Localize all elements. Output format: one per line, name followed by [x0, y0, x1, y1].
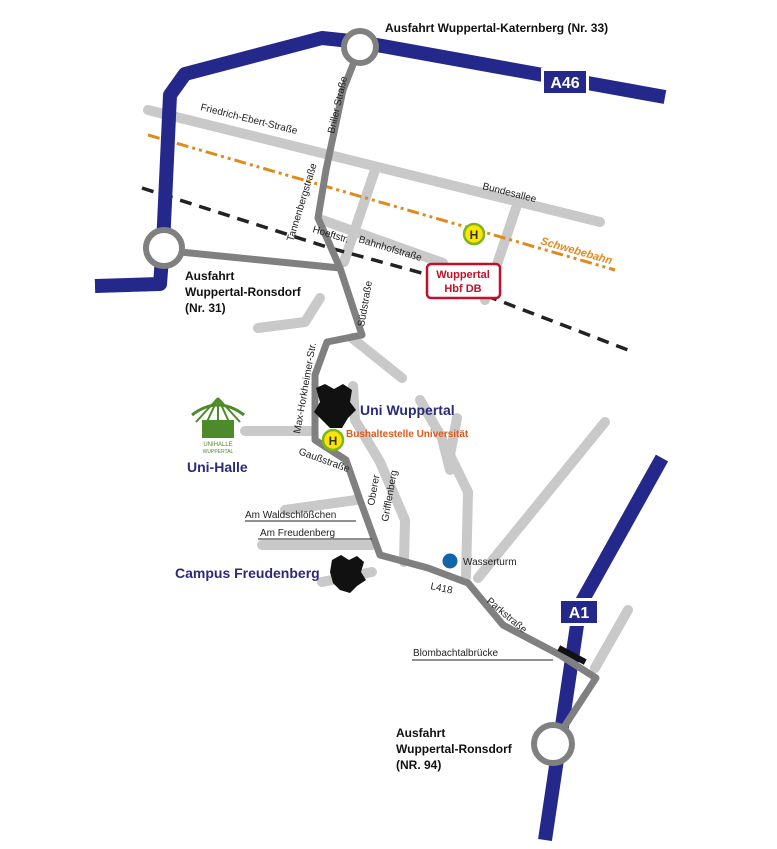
- exit-label-ronsdorf-south-2: Wuppertal-Ronsdorf: [396, 742, 513, 756]
- schwebebahn-line: [147, 133, 616, 272]
- street-east-3: [473, 417, 610, 583]
- exit-circle-ronsdorf-north: [143, 227, 185, 269]
- label-briller: Briller Straße: [326, 75, 350, 135]
- minor-streets: [143, 105, 633, 673]
- main-route: [156, 43, 600, 748]
- street-a1-link: [590, 605, 633, 673]
- exit-label-ronsdorf-south-1: Ausfahrt: [396, 726, 445, 740]
- label-bus-stop: Bushaltestelle Universität: [346, 429, 469, 440]
- halt-universitaet: H: [321, 428, 345, 452]
- station-hbf: Wuppertal Hbf DB: [425, 262, 502, 300]
- label-campus-freudenberg: Campus Freudenberg: [175, 565, 320, 581]
- uni-halle-logo-line1: UNIHALLE: [203, 442, 232, 448]
- label-uni-wuppertal: Uni Wuppertal: [360, 402, 455, 418]
- station-hbf-line1: Wuppertal: [436, 269, 490, 281]
- label-waldschloesschen: Am Waldschlößchen: [245, 510, 336, 521]
- street-west-link: [253, 293, 325, 333]
- label-oberer: Oberer: [366, 473, 382, 506]
- exit-label-ronsdorf-north-3: (Nr. 31): [185, 301, 226, 315]
- street-east-2: [445, 413, 473, 582]
- blombachtal-bridge-marker: [557, 645, 587, 665]
- label-freudenberg: Am Freudenberg: [260, 528, 335, 539]
- station-hbf-line2: Hbf DB: [444, 283, 481, 295]
- campus-freudenberg-emblem-icon: [330, 555, 366, 593]
- label-blombachtal: Blombachtalbrücke: [413, 648, 498, 659]
- uni-halle-logo-icon: UNIHALLE WUPPERTAL: [191, 397, 245, 455]
- exit-label-ronsdorf-north-2: Wuppertal-Ronsdorf: [185, 285, 302, 299]
- label-schwebebahn: Schwebebahn: [539, 235, 614, 267]
- exit-circle-katernberg: [341, 28, 379, 66]
- shield-a46: A46: [541, 68, 589, 96]
- label-uni-halle: Uni-Halle: [187, 459, 248, 475]
- street-sued-branch: [347, 333, 407, 383]
- label-sued: Südstraße: [356, 280, 375, 328]
- shield-a1: A1: [558, 598, 600, 626]
- exit-circle-ronsdorf-south: [531, 722, 575, 766]
- uni-wuppertal-emblem-icon: [314, 384, 356, 428]
- exit-label-katernberg: Ausfahrt Wuppertal-Katernberg (Nr. 33): [385, 21, 608, 35]
- street-north-connector: [339, 165, 380, 267]
- halt-schwebebahn: H: [462, 222, 486, 246]
- label-wasserturm: Wasserturm: [463, 557, 517, 568]
- label-l418: L418: [429, 581, 453, 596]
- uni-halle-logo-line2: WUPPERTAL: [203, 449, 234, 455]
- exit-label-ronsdorf-south-3: (NR. 94): [396, 758, 441, 772]
- halt-schwebebahn-symbol: H: [470, 228, 479, 242]
- shield-a46-label: A46: [550, 75, 579, 92]
- wasserturm-marker: [442, 553, 458, 569]
- halt-universitaet-symbol: H: [329, 434, 338, 448]
- street-bahnhof: [317, 215, 448, 268]
- shield-a1-label: A1: [569, 605, 590, 622]
- exit-label-ronsdorf-north-1: Ausfahrt: [185, 269, 234, 283]
- street-waldschloesschen: [280, 495, 361, 515]
